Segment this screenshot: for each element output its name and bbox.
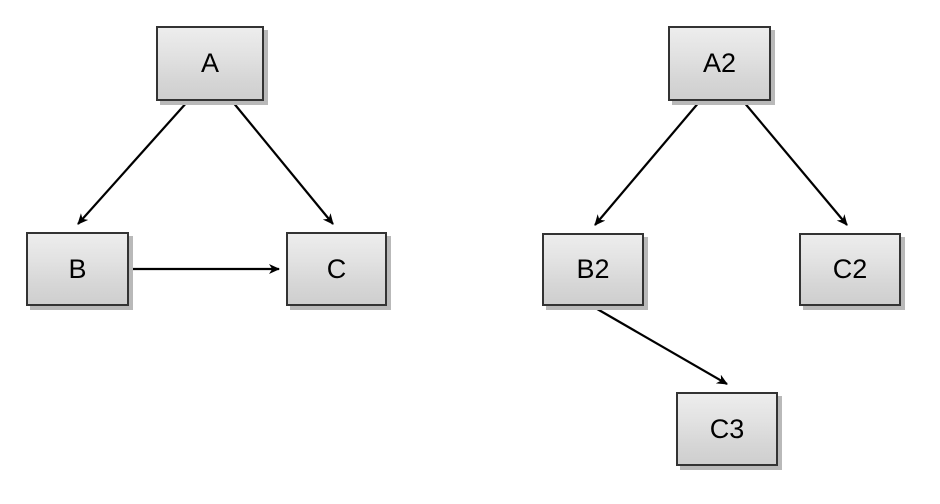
node-c2[interactable]: C2 bbox=[799, 233, 901, 306]
edge-a-to-b[interactable] bbox=[77, 100, 189, 225]
edge-a-to-c[interactable] bbox=[231, 100, 334, 225]
node-a-label: A bbox=[200, 48, 219, 78]
edge-a2-to-b2[interactable] bbox=[594, 100, 701, 226]
node-a[interactable]: A bbox=[156, 26, 264, 101]
node-b2[interactable]: B2 bbox=[542, 233, 644, 306]
node-c[interactable]: C bbox=[286, 232, 387, 306]
node-a2-label: A2 bbox=[702, 48, 737, 78]
node-c3-label: C3 bbox=[709, 413, 745, 444]
node-a2[interactable]: A2 bbox=[668, 26, 771, 101]
node-c2-label: C2 bbox=[832, 254, 868, 284]
edge-a2-to-c2[interactable] bbox=[742, 100, 848, 226]
node-c3[interactable]: C3 bbox=[676, 392, 778, 466]
node-b2-label: B2 bbox=[576, 254, 610, 284]
node-c-label: C bbox=[326, 253, 347, 284]
node-b-label: B bbox=[68, 253, 87, 284]
edge-b2-to-c3[interactable] bbox=[591, 305, 728, 385]
node-b[interactable]: B bbox=[26, 232, 129, 306]
